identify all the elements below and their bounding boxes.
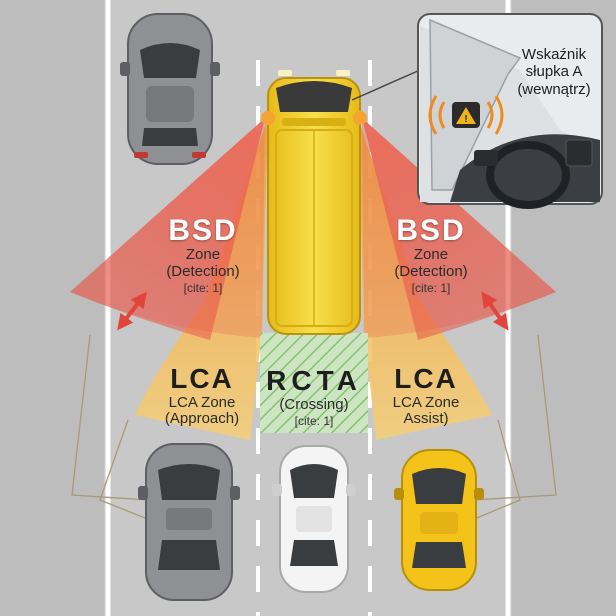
bsd-right-label: BSD Zone (Detection) [cite: 1] [356, 214, 506, 295]
lca-right-line1: LCA Zone [362, 395, 490, 412]
rcta-label: RCTA (Crossing) [cite: 1] [252, 366, 376, 428]
white-car-rear-center [272, 446, 356, 592]
gray-car-rear-left [138, 444, 240, 600]
lca-left-line2: (Approach) [138, 411, 266, 428]
yellow-car-rear-right [394, 450, 484, 590]
bsd-right-title: BSD [356, 214, 506, 247]
svg-text:!: ! [464, 114, 467, 125]
bsd-right-line2: (Detection) [356, 264, 506, 281]
lca-right-label: LCA LCA Zone Assist) [362, 364, 490, 428]
lca-left-title: LCA [138, 364, 266, 395]
left-shoulder [0, 0, 104, 616]
lca-left-line1: LCA Zone [138, 395, 266, 412]
inset-caption: Wskaźnik słupka A (wewnątrz) [504, 46, 604, 98]
lca-left-label: LCA LCA Zone (Approach) [138, 364, 266, 428]
gray-car-top-left [120, 14, 220, 164]
lca-right-line2: Assist) [362, 411, 490, 428]
bsd-right-cite: [cite: 1] [356, 282, 506, 295]
inset-caption-line1: Wskaźnik [504, 46, 604, 63]
bsd-right-line1: Zone [356, 247, 506, 264]
inset-caption-line2: słupka A [504, 63, 604, 80]
bsd-left-line2: (Detection) [128, 264, 278, 281]
rcta-cite: [cite: 1] [252, 415, 376, 428]
lca-right-title: LCA [362, 364, 490, 395]
rcta-line1: (Crossing) [252, 397, 376, 414]
bsd-left-cite: [cite: 1] [128, 282, 278, 295]
bsd-left-title: BSD [128, 214, 278, 247]
bsd-left-line1: Zone [128, 247, 278, 264]
rcta-title: RCTA [252, 366, 376, 397]
inset-caption-line3: (wewnątrz) [504, 81, 604, 98]
bsd-left-label: BSD Zone (Detection) [cite: 1] [128, 214, 278, 295]
